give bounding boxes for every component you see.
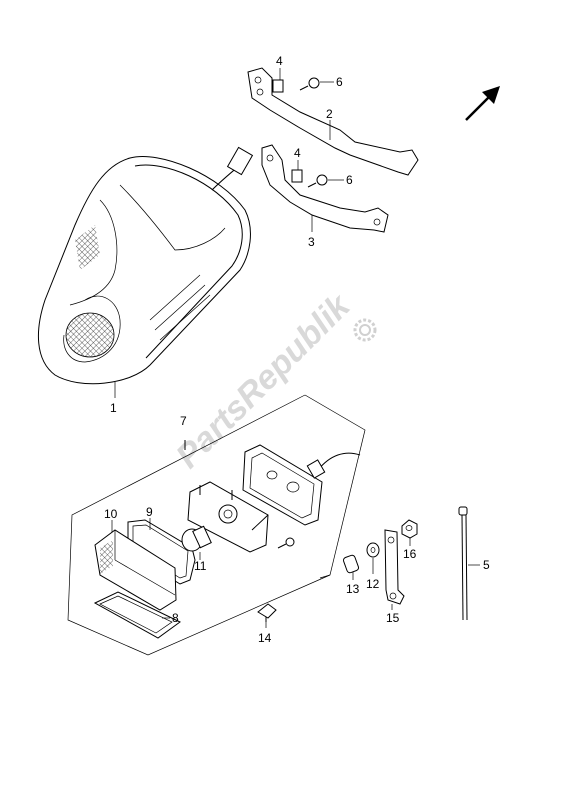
part-label-7: 7 <box>180 414 187 428</box>
nut-4a[interactable] <box>272 79 284 93</box>
cable-tie-5[interactable] <box>458 506 468 621</box>
part-label-6b: 6 <box>346 173 353 187</box>
part-label-15: 15 <box>386 611 400 625</box>
part-label-2: 2 <box>326 107 333 121</box>
assembly-box-7 <box>67 394 366 656</box>
part-label-4b: 4 <box>294 146 301 160</box>
washer-12[interactable] <box>366 542 380 558</box>
part-label-9: 9 <box>146 505 153 519</box>
nut-4b[interactable] <box>291 169 303 183</box>
front-direction-arrow-icon <box>465 86 500 121</box>
part-label-13: 13 <box>346 582 360 596</box>
part-label-6a: 6 <box>336 75 343 89</box>
socket-screw[interactable] <box>277 537 295 549</box>
part-label-1: 1 <box>110 401 117 415</box>
part-label-14: 14 <box>258 631 272 645</box>
part-label-11: 11 <box>194 559 207 573</box>
part-label-4a: 4 <box>276 54 283 68</box>
gear-icon <box>353 318 377 342</box>
part-label-3: 3 <box>308 235 315 249</box>
bolt-6b[interactable] <box>307 174 328 188</box>
headlight-housing[interactable] <box>37 146 254 385</box>
spacer-13[interactable] <box>342 554 360 574</box>
bracket-lower[interactable] <box>261 144 389 233</box>
part-label-8: 8 <box>172 611 179 625</box>
tail-lens-10[interactable] <box>94 529 177 611</box>
nut-16[interactable] <box>401 519 418 539</box>
part-label-16: 16 <box>403 547 417 561</box>
clip-14[interactable] <box>257 603 277 622</box>
bulb-11[interactable] <box>181 525 212 552</box>
part-label-12: 12 <box>366 577 380 591</box>
reflector-8[interactable] <box>93 591 181 639</box>
part-label-10: 10 <box>104 507 118 521</box>
bolt-6a[interactable] <box>299 77 320 91</box>
bracket-upper[interactable] <box>247 67 419 176</box>
watermark: PartsRepublik <box>169 286 377 476</box>
lamp-gasket[interactable] <box>242 444 361 526</box>
part-label-5: 5 <box>483 558 490 572</box>
stay-15[interactable] <box>384 529 405 605</box>
socket-plate[interactable] <box>187 481 269 553</box>
